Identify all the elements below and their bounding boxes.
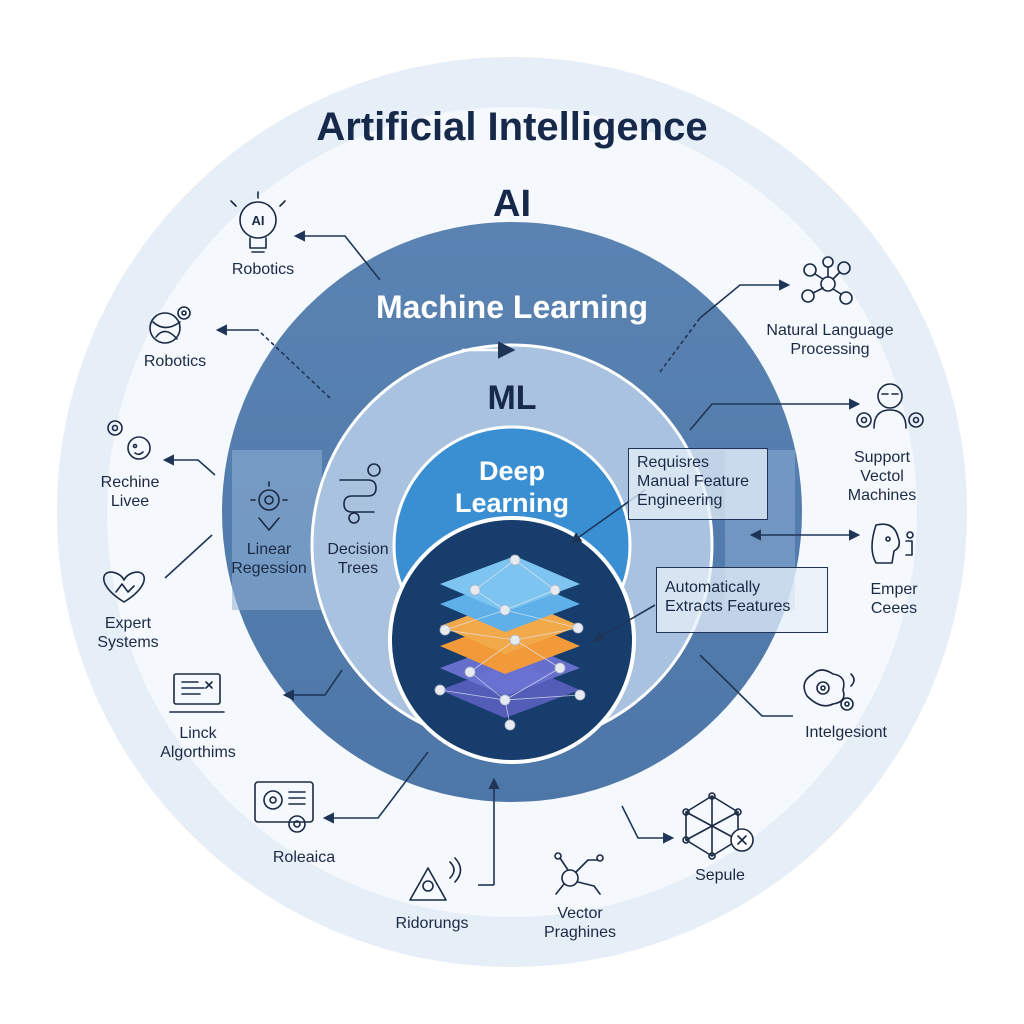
computer-icon <box>169 673 225 713</box>
ai-lightbulb-icon: AI <box>230 191 286 253</box>
linear-regression-icon <box>250 481 288 531</box>
connector-5 <box>282 669 343 701</box>
manual-feature-callout: Requisres Manual Feature Engineering <box>628 448 768 520</box>
left-item-label-4: Expert Systems <box>97 615 159 652</box>
connector-1 <box>293 230 381 281</box>
robot-signal-icon <box>409 857 462 901</box>
deep-learning-label: Deep Learning <box>454 456 569 519</box>
gear-panel-icon <box>254 781 314 833</box>
brain-gears-icon <box>803 669 855 711</box>
decision-trees-label: Decision Trees <box>327 541 389 578</box>
decision-trees-icon <box>339 463 381 524</box>
connector-r5 <box>621 805 675 844</box>
hearts-icon <box>103 571 145 603</box>
robot-head-icon <box>856 383 924 429</box>
left-item-label-2: Robotics <box>143 353 207 370</box>
connector-callout-2 <box>593 604 656 642</box>
connector-r1 <box>699 279 791 319</box>
svg-text:AI: AI <box>252 213 265 228</box>
ml-layer-label: ML <box>487 379 537 417</box>
connector-2b <box>257 329 331 399</box>
neural-network-layers-icon <box>434 554 586 731</box>
right-item-label-5: Sepule <box>695 867 745 884</box>
right-item-label-1: Natural Language Processing <box>766 322 894 359</box>
face-profile-icon <box>871 523 914 564</box>
connector-r4 <box>699 654 793 717</box>
right-item-label-3: Emper Ceees <box>870 581 918 618</box>
gear-face-icon <box>107 420 151 460</box>
machine-learning-label: Machine Learning <box>375 289 649 325</box>
connector-6 <box>322 751 429 824</box>
left-item-label-5: Linck Algorthims <box>160 725 236 762</box>
right-item-label-4: Intelgesiont <box>805 724 887 741</box>
connector-4 <box>164 534 213 579</box>
left-item-label-6: Roleaica <box>272 849 336 866</box>
robot-arm-icon <box>554 852 604 895</box>
ai-layer-label: AI <box>493 183 531 225</box>
connector-r1b <box>659 317 701 373</box>
bottom-item-label-1: Ridorungs <box>395 915 469 932</box>
connector-r2 <box>689 398 861 431</box>
auto-feature-callout: Automatically Extracts Features <box>656 567 828 633</box>
connector-3 <box>162 454 216 476</box>
left-item-label-3: Rechine Livee <box>100 474 160 511</box>
left-panel-band <box>232 450 322 610</box>
right-item-label-2: Support Vectol Machines <box>847 449 917 505</box>
globe-gear-icon <box>149 306 191 344</box>
left-item-label-1: Robotics <box>231 261 295 278</box>
page-title: Artificial Intelligence <box>316 105 708 149</box>
linear-regression-label: Linear Regession <box>231 541 307 578</box>
network-polyhedron-icon <box>682 792 754 860</box>
bottom-item-label-2: Vector Praghines <box>543 905 617 942</box>
molecule-network-icon <box>801 256 853 305</box>
